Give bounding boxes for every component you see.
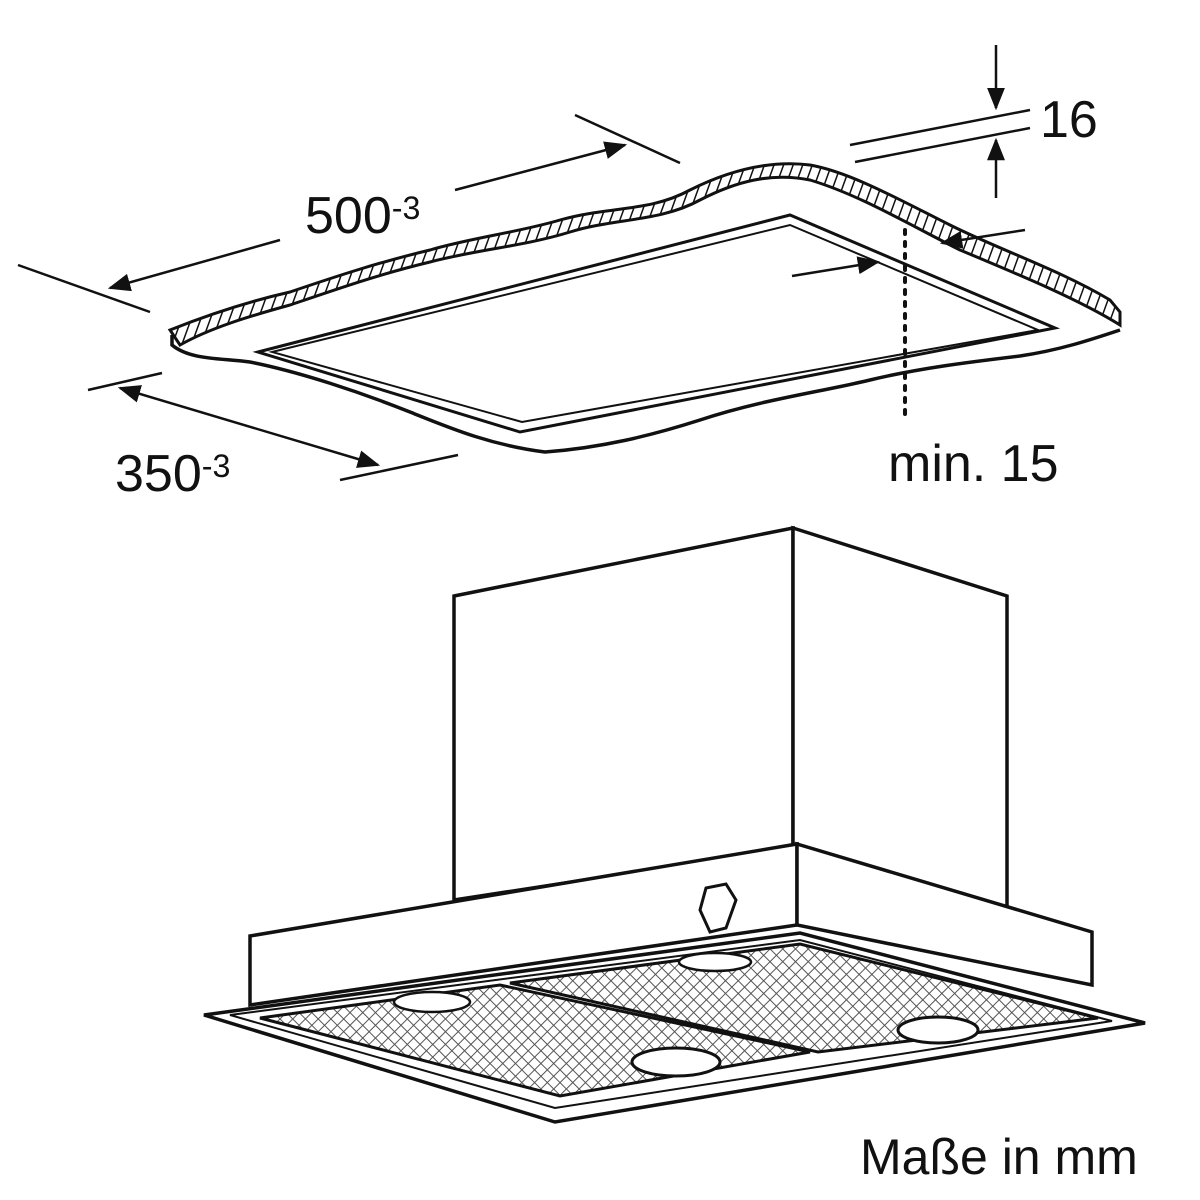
hood-lower-housing <box>248 841 1094 1008</box>
lamp-icon <box>677 951 753 973</box>
dimension-arrow-icon <box>454 141 628 192</box>
lamp-icon <box>630 1046 722 1078</box>
unit-note: Maße in mm <box>860 1129 1138 1185</box>
dimension-clearance <box>791 228 1026 420</box>
control-knob-icon <box>698 882 738 934</box>
hood-bottom-frame-inner <box>229 938 1113 1110</box>
dimension-width <box>17 113 681 314</box>
ceiling-panel-outline <box>170 328 1121 454</box>
dimension-thickness <box>849 45 1031 198</box>
ceiling-panel <box>167 162 1122 454</box>
dimension-arrow-icon <box>939 228 1026 249</box>
thickness-dimension-label: 16 <box>1040 91 1098 149</box>
clearance-dimension-label: min. 15 <box>888 435 1059 493</box>
dimension-arrow-icon <box>107 238 281 292</box>
width-dimension-label: 500-3 <box>305 187 421 245</box>
hood-appliance <box>203 525 1146 1124</box>
dimension-arrow-icon <box>117 385 381 468</box>
dimension-depth <box>87 371 459 482</box>
ceiling-cutout-inner <box>268 223 1042 424</box>
lamp-icon <box>896 1015 980 1045</box>
ceiling-cutout <box>252 213 1061 434</box>
lamp-icon <box>392 990 472 1014</box>
ceiling-panel-rim <box>167 162 1122 347</box>
depth-dimension-label: 350-3 <box>115 445 231 503</box>
dimension-arrow-icon <box>791 256 881 278</box>
